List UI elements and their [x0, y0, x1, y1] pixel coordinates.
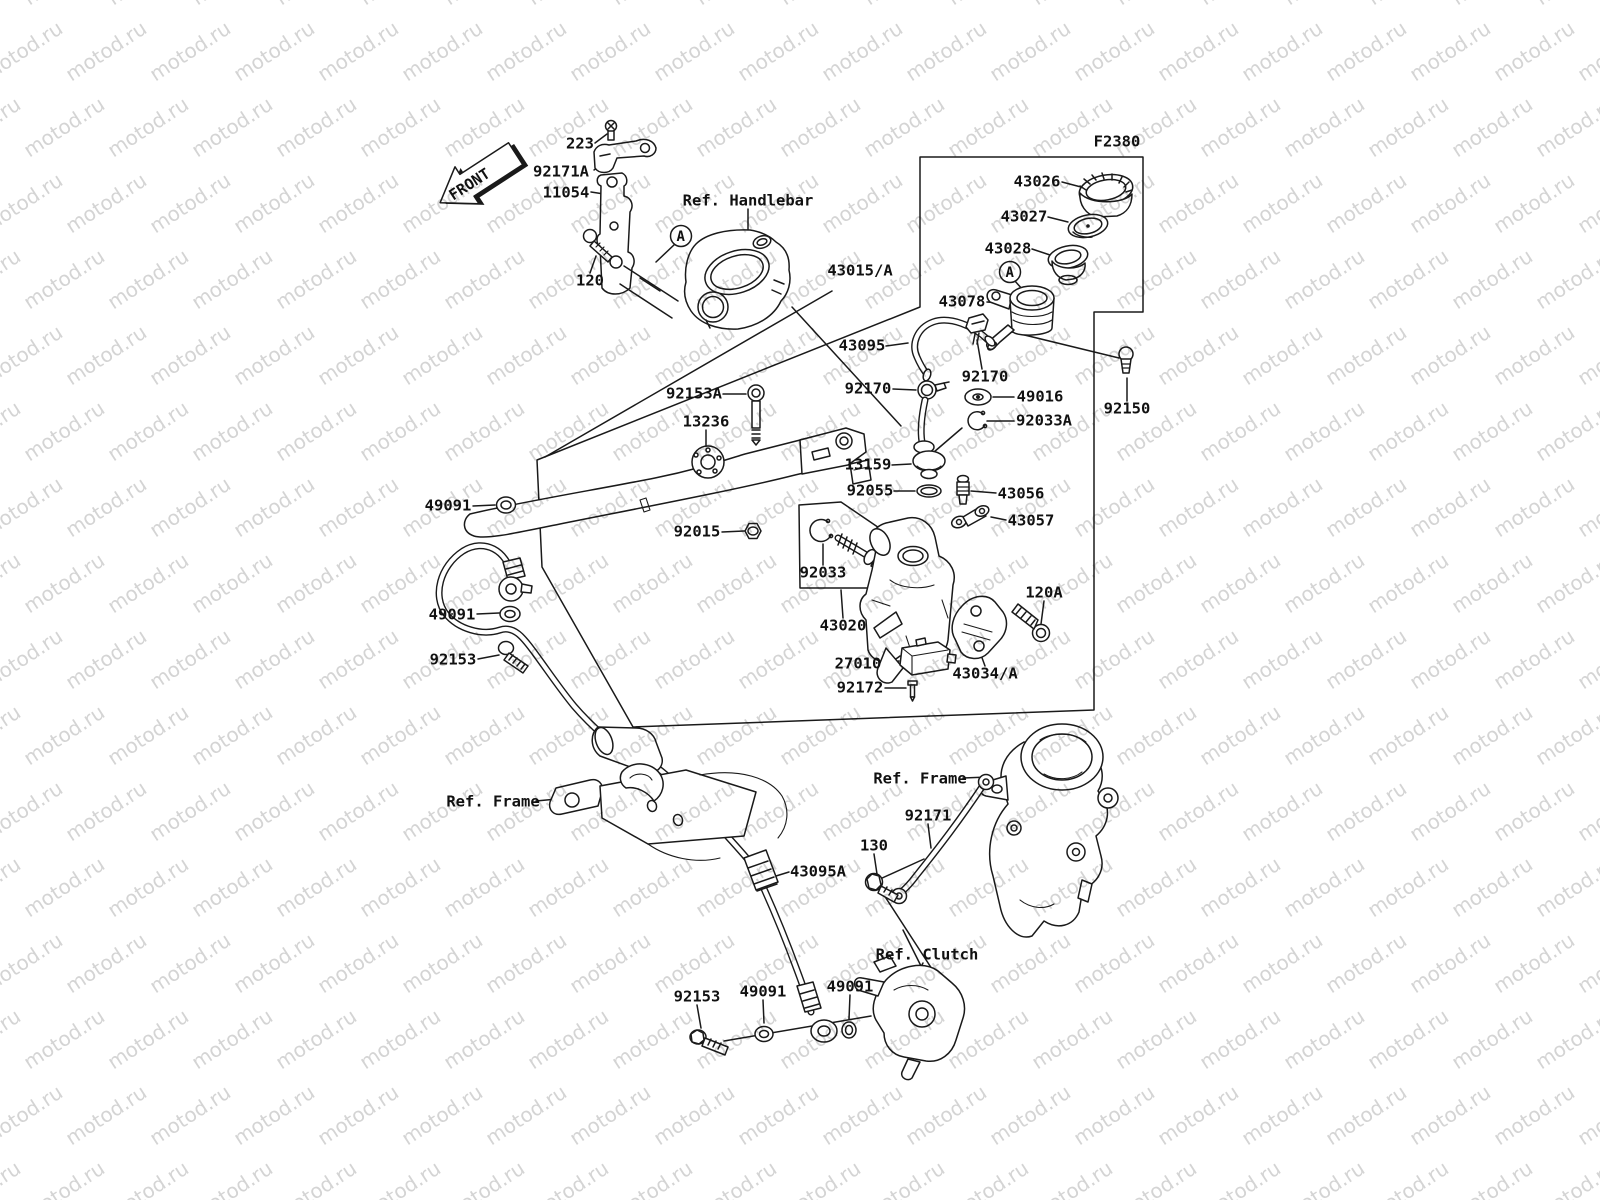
nut-92015-drawing: [744, 522, 762, 540]
fitting-92170-drawing: [965, 313, 989, 345]
part-label: 13159: [844, 455, 892, 474]
part-label: 92150: [1103, 399, 1151, 418]
reservoir-cap-43026-drawing: [1078, 172, 1134, 218]
part-label: 120A: [1025, 583, 1063, 602]
part-label: 27010: [834, 654, 882, 673]
part-label: 92171: [904, 806, 952, 825]
part-label: 92153: [429, 650, 477, 669]
part-label: 130: [860, 836, 888, 855]
part-label: 43026: [1013, 172, 1061, 191]
clip-92171A-drawing: [593, 138, 657, 174]
hose-43095-drawing: [911, 316, 996, 382]
front-direction-arrow: FRONT: [439, 142, 529, 205]
part-label: Ref. Frame: [873, 769, 967, 788]
svg-text:A: A: [677, 229, 686, 245]
part-label: 49091: [428, 605, 476, 624]
part-label: 43056: [997, 484, 1045, 503]
clamp-92170-drawing: [917, 380, 950, 400]
part-label: 43020: [819, 616, 867, 635]
screw-92153A-drawing: [747, 384, 765, 446]
part-label: 92170: [961, 367, 1009, 386]
part-label: 92170: [844, 379, 892, 398]
bracket-11054-drawing: [596, 172, 679, 319]
part-label: 43078: [938, 292, 986, 311]
part-label: 11054: [542, 183, 590, 202]
snapring-92033A-drawing: [967, 410, 988, 431]
part-label: 43015/A: [827, 261, 893, 280]
frame-bracket-left-drawing: [548, 763, 788, 861]
part-label: 43028: [984, 239, 1032, 258]
part-label: 43095: [838, 336, 886, 355]
bolt-120A-drawing: [1011, 603, 1051, 643]
svg-text:A: A: [1006, 265, 1015, 281]
clutch-cover-drawing: [853, 955, 966, 1081]
bolt-92153-left-drawing: [497, 640, 529, 674]
bolt-120-drawing: [582, 228, 613, 263]
part-label: Ref. Handlebar: [682, 191, 814, 210]
part-label: Ref. Clutch: [875, 945, 979, 964]
part-label: 49016: [1016, 387, 1064, 406]
part-label: 92033A: [1016, 411, 1072, 430]
master-cylinder-43020-drawing: [859, 516, 955, 684]
part-label: F2380: [1093, 132, 1141, 151]
part-label: 120: [576, 271, 604, 290]
washer-49091-top-drawing: [495, 496, 517, 514]
diaphragm-43028-drawing: [1047, 244, 1089, 286]
part-label: 43095A: [790, 862, 846, 881]
part-label: 223: [566, 134, 594, 153]
part-label: 43057: [1007, 511, 1055, 530]
pipe-13159-drawing: [912, 396, 946, 480]
callout-a-right: A: [998, 260, 1022, 284]
upper-banjo-drawing: [498, 557, 533, 602]
part-label: 92033: [799, 563, 847, 582]
part-label: 92015: [673, 522, 721, 541]
part-label: 49091: [739, 982, 787, 1001]
cap-plate-43027-drawing: [1067, 213, 1109, 239]
frame-head-tube-drawing: [979, 723, 1119, 938]
part-label: 92055: [846, 481, 894, 500]
callout-a-left: A: [669, 224, 693, 248]
valve-43056-drawing: [956, 474, 970, 505]
reservoir-43078-drawing: [985, 285, 1055, 351]
part-label: 49091: [424, 496, 472, 515]
part-label: 92153: [673, 987, 721, 1006]
joint-43057-drawing: [950, 504, 990, 529]
bolt-92153-bottom-drawing: [689, 1029, 729, 1056]
washer-49091-bottomleft-drawing: [754, 1025, 774, 1043]
part-label: 43034/A: [952, 664, 1018, 683]
washer-49091-mid-drawing: [499, 605, 521, 623]
part-label: Ref. Frame: [446, 792, 540, 811]
handlebar-cover-drawing: [683, 229, 791, 330]
ring-49091-bottomright-drawing: [841, 1021, 857, 1039]
clamp-43034A-drawing: [951, 595, 1008, 660]
screw-92172-drawing: [907, 680, 918, 702]
part-label: 92171A: [533, 162, 589, 181]
part-label: 43027: [1000, 207, 1048, 226]
screw-223-drawing: [604, 119, 618, 141]
part-label: 13236: [682, 412, 730, 431]
bolt-130-drawing: [864, 872, 899, 903]
part-label: 92172: [836, 678, 884, 697]
part-label: 92153A: [666, 384, 722, 403]
washer-49016-drawing: [964, 388, 992, 406]
part-label: 49091: [826, 977, 874, 996]
bolt-92150-drawing: [1118, 346, 1134, 374]
switch-27010-drawing: [899, 637, 957, 676]
oring-92055-drawing: [916, 484, 942, 498]
clutch-lever-13236-drawing: [463, 427, 872, 538]
